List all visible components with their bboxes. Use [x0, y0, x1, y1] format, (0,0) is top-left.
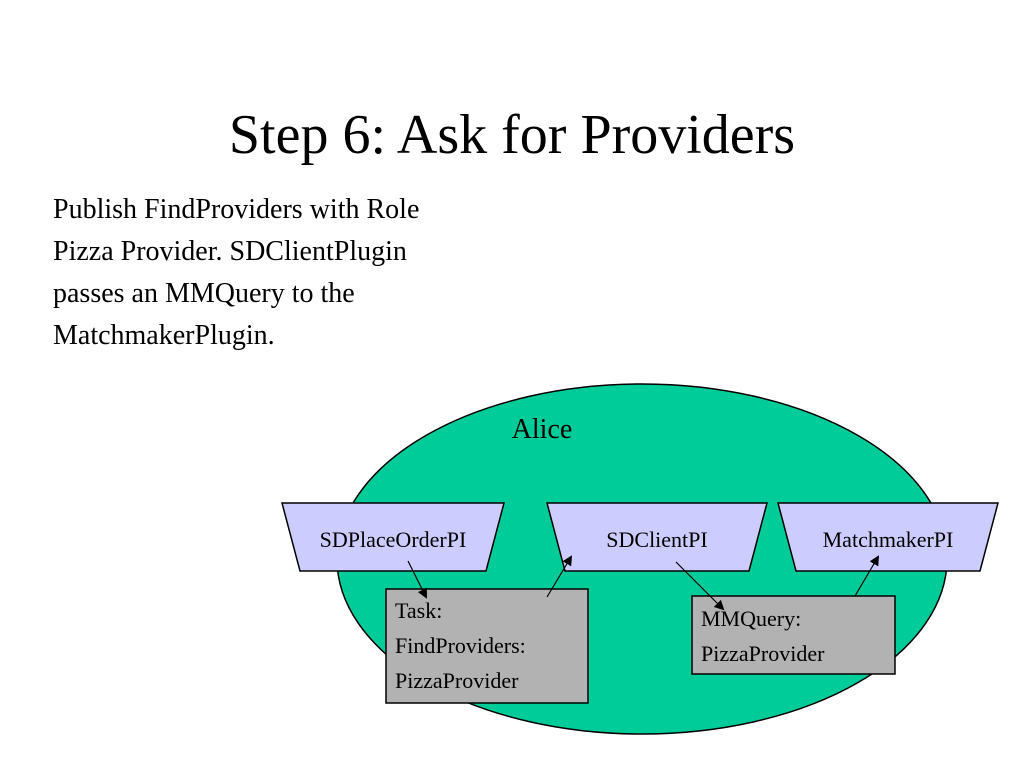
mmquery-box-line: MMQuery:: [701, 606, 801, 631]
arrow-sdclient-to-mmquery: [675, 561, 725, 611]
task-box-line: PizzaProvider: [395, 668, 519, 693]
body-line: Publish FindProviders with Role: [53, 194, 420, 225]
body-line: MatchmakerPlugin.: [53, 320, 275, 351]
arrow-sdplaceorder-to-task: [407, 560, 427, 599]
mmquery-box: [691, 595, 896, 675]
plugin-sdclient-shape: [546, 502, 768, 572]
plugin-matchmaker-label: MatchmakerPI: [823, 527, 954, 552]
plugin-sdplaceorder-label: SDPlaceOrderPI: [320, 527, 467, 552]
slide-title: Step 6: Ask for Providers: [228, 104, 796, 166]
body-text: Publish FindProviders with Role Pizza Pr…: [53, 189, 523, 357]
body-line: Pizza Provider. SDClientPlugin: [53, 236, 407, 267]
plugin-sdclient-label: SDClientPI: [606, 527, 707, 552]
task-box-line: FindProviders:: [395, 633, 526, 658]
body-line: passes an MMQuery to the: [53, 278, 355, 309]
arrow-task-to-sdclient: [546, 555, 573, 598]
agent-alice-label: Alice: [512, 414, 573, 445]
task-box: [385, 588, 589, 704]
mmquery-box-line: PizzaProvider: [701, 641, 825, 666]
plugin-sdplaceorder-shape: [281, 502, 505, 572]
task-box-line: Task:: [395, 598, 442, 623]
plugin-matchmaker-shape: [777, 502, 999, 572]
arrow-mmquery-to-matchmaker: [854, 555, 880, 597]
